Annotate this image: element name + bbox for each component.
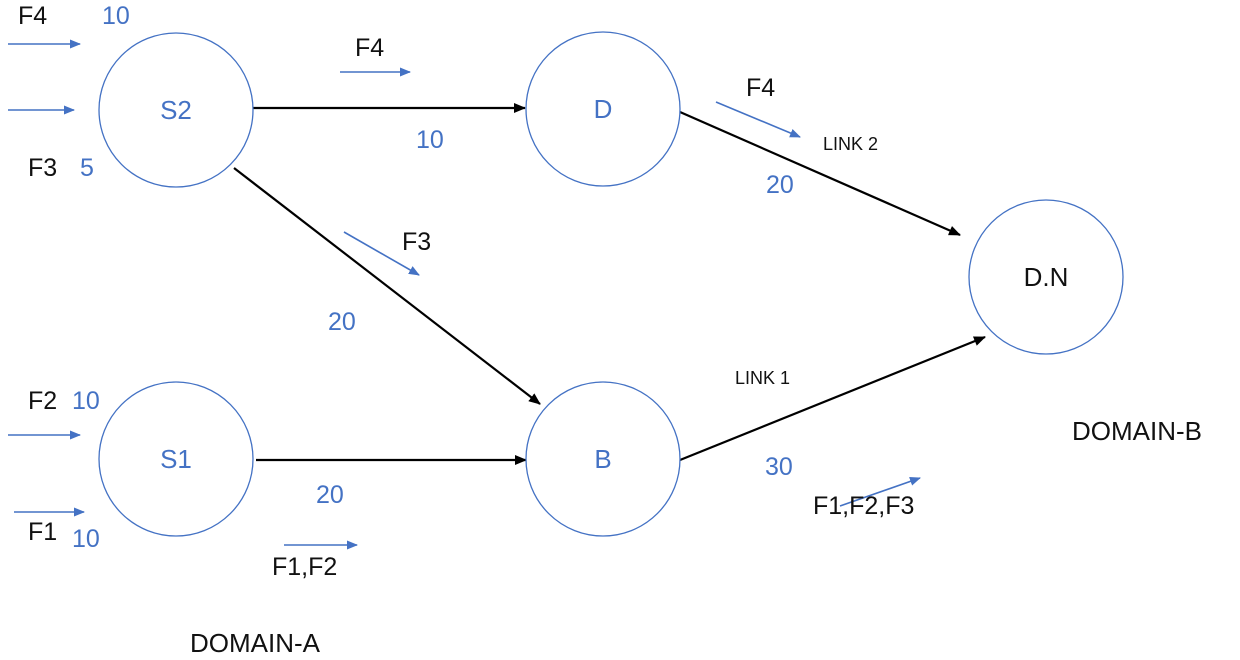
- input-label-f2: F2: [28, 387, 57, 415]
- input-rate-f2: 10: [72, 387, 100, 415]
- edge-s2-b-capacity: 20: [328, 308, 356, 336]
- edge-d-dn-flows: F4: [746, 74, 775, 102]
- edge-s1-b-flows: F1,F2: [272, 553, 337, 581]
- node-b-label: B: [594, 444, 611, 474]
- node-d: D: [525, 31, 681, 187]
- edge-b-dn-capacity: 30: [765, 453, 793, 481]
- edge-b-dn-flows: F1,F2,F3: [813, 492, 914, 520]
- edge-s2-d-flows: F4: [355, 34, 384, 62]
- flow-arrow-b-dn: [839, 477, 921, 507]
- input-rate-f3: 5: [80, 154, 94, 182]
- edge-s1-b-capacity: 20: [316, 481, 344, 509]
- input-label-f1: F1: [28, 518, 57, 546]
- node-d-label: D: [594, 94, 613, 124]
- flow-arrow-d-dn: [715, 101, 801, 138]
- edge-d-to-dn: [679, 110, 961, 237]
- domain-b-label: DOMAIN-B: [1072, 416, 1202, 446]
- edge-d-dn-capacity: 20: [766, 171, 794, 199]
- input-label-f4: F4: [18, 2, 47, 30]
- edge-d-dn-link: LINK 2: [823, 134, 878, 154]
- input-rate-f1: 10: [72, 525, 100, 553]
- node-s1: S1: [98, 381, 254, 537]
- domain-a-label: DOMAIN-A: [190, 628, 321, 658]
- node-s1-label: S1: [160, 444, 192, 474]
- edge-b-to-dn: [679, 335, 986, 462]
- input-label-f3: F3: [28, 154, 57, 182]
- edge-b-dn-link: LINK 1: [735, 368, 790, 388]
- edge-s2-d-capacity: 10: [416, 126, 444, 154]
- node-s2-label: S2: [160, 95, 192, 125]
- flow-arrow-s2-b: [343, 231, 420, 276]
- edge-s2-to-b: [233, 167, 541, 405]
- node-s2: S2: [98, 32, 254, 188]
- node-b: B: [525, 381, 681, 537]
- node-dn: D.N: [968, 199, 1124, 355]
- input-rate-f4: 10: [102, 2, 130, 30]
- node-dn-label: D.N: [1024, 262, 1069, 292]
- edge-s2-b-flows: F3: [402, 228, 431, 256]
